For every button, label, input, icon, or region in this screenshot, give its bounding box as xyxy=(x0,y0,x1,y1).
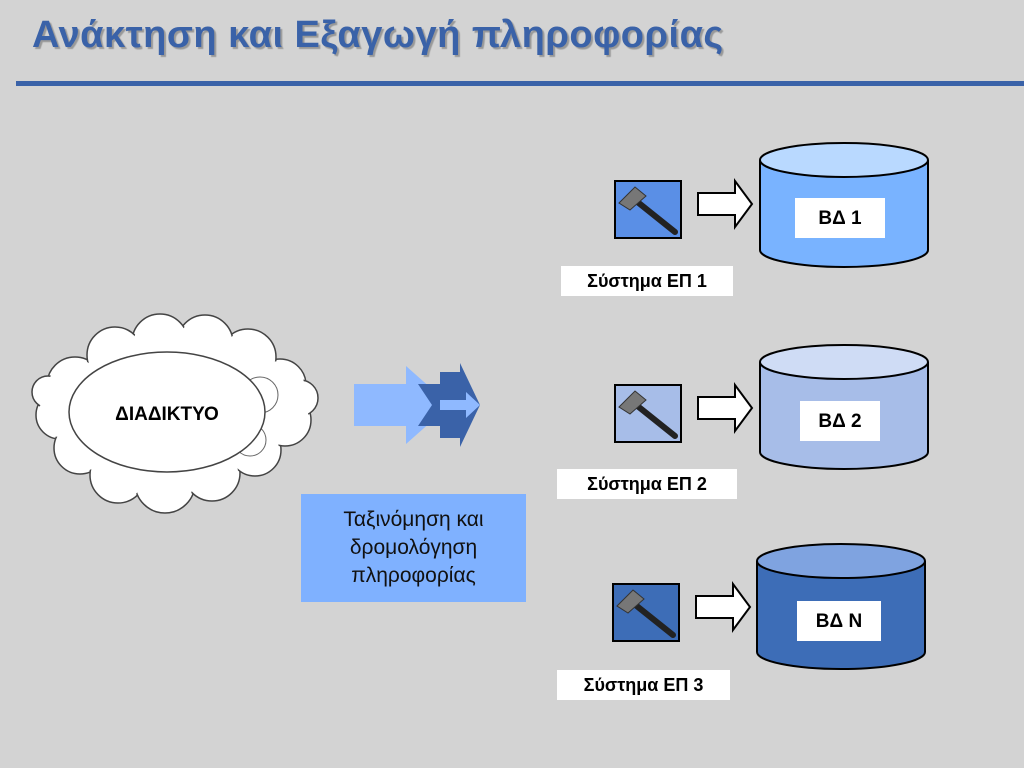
classification-line-1: Ταξινόμηση και xyxy=(343,508,484,531)
classification-box: Ταξινόμηση και δρομολόγηση πληροφορίας xyxy=(301,494,526,602)
system-label-3: Σύστημα ΕΠ 3 xyxy=(557,670,730,700)
internet-cloud xyxy=(31,313,319,514)
internet-label: ΔΙΑΔΙΚΤΥΟ xyxy=(115,404,219,425)
tool-icon-2 xyxy=(614,384,682,443)
db-label-1: ΒΔ 1 xyxy=(818,208,862,229)
classification-line-3: πληροφορίας xyxy=(351,564,476,587)
tool-icon-1 xyxy=(614,180,682,239)
classification-line-2: δρομολόγηση xyxy=(349,536,478,559)
db-label-2: ΒΔ 2 xyxy=(818,411,861,432)
system-label-2: Σύστημα ΕΠ 2 xyxy=(557,469,737,499)
database-1 xyxy=(759,142,929,268)
database-2 xyxy=(759,344,929,470)
tool-icon-3 xyxy=(612,583,680,642)
system-label-1: Σύστημα ΕΠ 1 xyxy=(561,266,733,296)
routing-arrow-icon xyxy=(354,363,480,447)
database-3 xyxy=(756,543,926,670)
db-label-3: ΒΔ Ν xyxy=(816,611,862,632)
arrow-right-icon-1 xyxy=(697,177,754,231)
page-title: Ανάκτηση και Εξαγωγή πληροφορίας xyxy=(32,14,724,56)
arrow-right-icon-2 xyxy=(697,381,754,435)
title-divider xyxy=(16,81,1024,86)
arrow-right-icon-3 xyxy=(695,580,752,634)
